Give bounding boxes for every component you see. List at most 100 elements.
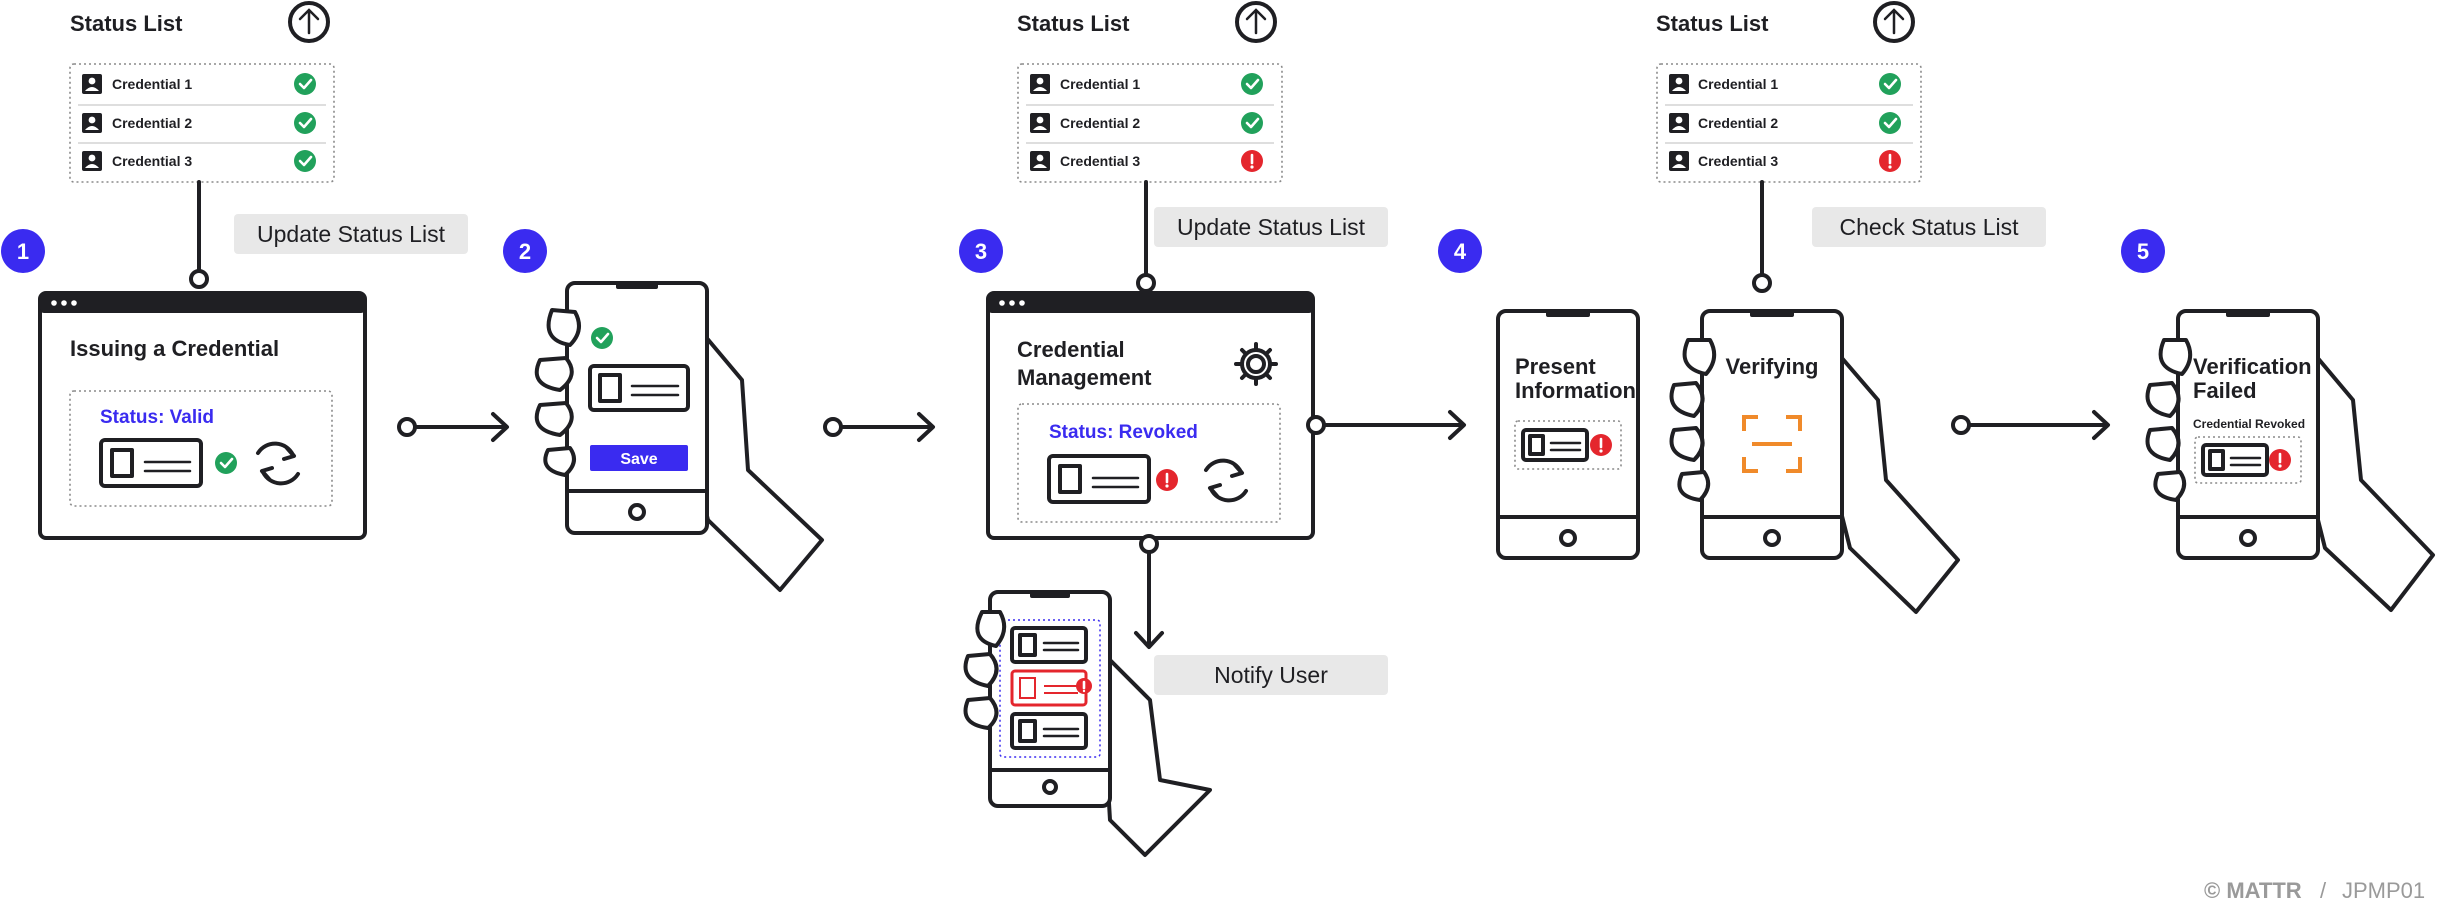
alert-circle-icon xyxy=(2269,449,2291,471)
flow-arrow xyxy=(1306,410,1466,440)
status-list-panel xyxy=(1017,63,1283,183)
status-revoked-text: Status: Revoked xyxy=(1049,422,1198,443)
id-card-icon xyxy=(1521,428,1589,462)
svg-text:Check Status List: Check Status List xyxy=(1840,214,2020,240)
result-phone: Verification Failed Credential Revoked xyxy=(2145,309,2435,612)
check-circle-icon xyxy=(591,327,613,349)
check-circle-icon xyxy=(294,150,316,172)
check-circle-icon xyxy=(294,73,316,95)
status-row-label: Credential 2 xyxy=(1060,115,1140,131)
status-row: Credential 2 xyxy=(82,112,316,134)
arrow-up-circle-icon xyxy=(1873,1,1915,43)
status-list-panel xyxy=(69,63,335,183)
status-row: Credential 1 xyxy=(82,73,316,95)
check-circle-icon xyxy=(215,452,237,474)
flow-arrow xyxy=(1951,410,2110,440)
alert-circle-icon xyxy=(1879,150,1901,172)
refresh-icon xyxy=(1204,458,1248,503)
status-list-2: Status List Credential 1 Credential 2 Cr… xyxy=(1017,1,1283,293)
step-badge: 3 xyxy=(959,229,1003,273)
brand-text: © MATTR xyxy=(2204,878,2302,903)
present-phone: Present Information xyxy=(1496,309,1640,560)
issuer-title: Issuing a Credential xyxy=(70,336,279,361)
issuer-window: Issuing a Credential Status: Valid xyxy=(38,291,367,540)
status-list-3: Status List Credential 1 Credential 2 Cr… xyxy=(1656,1,1922,293)
status-row-label: Credential 1 xyxy=(1060,76,1140,92)
id-card-icon xyxy=(2201,443,2269,477)
step-badge: 5 xyxy=(2121,229,2165,273)
status-list-title: Status List xyxy=(1656,11,1769,36)
management-title: Management xyxy=(1017,365,1152,390)
check-circle-icon xyxy=(1879,112,1901,134)
step-badge: 4 xyxy=(1438,229,1482,273)
status-row-label: Credential 1 xyxy=(1698,76,1778,92)
status-row-label: Credential 2 xyxy=(1698,115,1778,131)
arrow-up-circle-icon xyxy=(1235,1,1277,43)
svg-text:1: 1 xyxy=(17,239,29,264)
update-status-list-label: Update Status List xyxy=(234,214,468,254)
notify-user-label: Notify User xyxy=(1154,655,1388,695)
id-card-icon xyxy=(1047,454,1151,504)
status-list-title: Status List xyxy=(1017,11,1130,36)
present-title: Present xyxy=(1515,354,1596,379)
status-row: Credential 1 xyxy=(1669,73,1901,95)
alert-circle-icon xyxy=(1590,434,1612,456)
status-valid-text: Status: Valid xyxy=(100,407,214,428)
status-row: Credential 3 xyxy=(1669,150,1901,172)
id-card-icon xyxy=(99,438,203,488)
update-status-list-label: Update Status List xyxy=(1154,207,1388,247)
status-row-label: Credential 3 xyxy=(1698,153,1778,169)
step-badge: 2 xyxy=(503,229,547,273)
svg-text:5: 5 xyxy=(2137,239,2149,264)
status-row: Credential 3 xyxy=(1030,150,1263,172)
credential-management-window: Credential Management Status: Revoked xyxy=(986,291,1315,649)
refresh-icon xyxy=(256,441,300,486)
id-card-icon xyxy=(588,364,690,412)
check-circle-icon xyxy=(1879,73,1901,95)
footer-credit: © MATTR / JPMP01 xyxy=(2204,878,2425,903)
status-row-label: Credential 3 xyxy=(112,153,192,169)
svg-text:Update Status List: Update Status List xyxy=(257,221,446,247)
check-circle-icon xyxy=(294,112,316,134)
wallet-phone: Save xyxy=(534,281,824,592)
flow-arrow xyxy=(397,412,509,442)
notified-phone xyxy=(963,590,1212,857)
svg-text:Update Status List: Update Status List xyxy=(1177,214,1366,240)
management-title: Credential xyxy=(1017,337,1125,362)
svg-text:3: 3 xyxy=(975,239,987,264)
verification-failed-title: Failed xyxy=(2193,378,2257,403)
svg-text:Save: Save xyxy=(620,451,657,468)
flow-arrow xyxy=(823,412,935,442)
check-circle-icon xyxy=(1241,112,1263,134)
status-row: Credential 2 xyxy=(1030,112,1263,134)
status-row-label: Credential 1 xyxy=(112,76,192,92)
arrow-up-circle-icon xyxy=(288,1,330,43)
present-title: Information xyxy=(1515,378,1636,403)
scan-frame-icon xyxy=(1742,415,1802,473)
status-list-panel xyxy=(1656,63,1922,183)
gear-icon[interactable] xyxy=(1234,342,1278,386)
svg-text:4: 4 xyxy=(1454,239,1467,264)
status-row: Credential 3 xyxy=(82,150,316,172)
status-row: Credential 2 xyxy=(1669,112,1901,134)
alert-circle-icon xyxy=(1156,469,1178,491)
credential-revoked-text: Credential Revoked xyxy=(2193,417,2305,431)
id-card-icon xyxy=(1010,669,1088,707)
status-row-label: Credential 3 xyxy=(1060,153,1140,169)
id-card-icon xyxy=(1010,626,1088,664)
svg-text:Notify User: Notify User xyxy=(1214,662,1328,688)
svg-text:2: 2 xyxy=(519,239,531,264)
code-text: JPMP01 xyxy=(2342,878,2425,903)
status-row-label: Credential 2 xyxy=(112,115,192,131)
separator-text: / xyxy=(2320,878,2327,903)
check-status-list-label: Check Status List xyxy=(1812,207,2046,247)
status-row: Credential 1 xyxy=(1030,73,1263,95)
check-circle-icon xyxy=(1241,73,1263,95)
status-list-1: Status List Credential 1 Credential 2 Cr… xyxy=(69,1,335,289)
save-button[interactable]: Save xyxy=(590,445,688,471)
status-list-title: Status List xyxy=(70,11,183,36)
step-badge: 1 xyxy=(1,229,45,273)
id-card-icon xyxy=(1010,712,1088,750)
alert-circle-icon xyxy=(1241,150,1263,172)
